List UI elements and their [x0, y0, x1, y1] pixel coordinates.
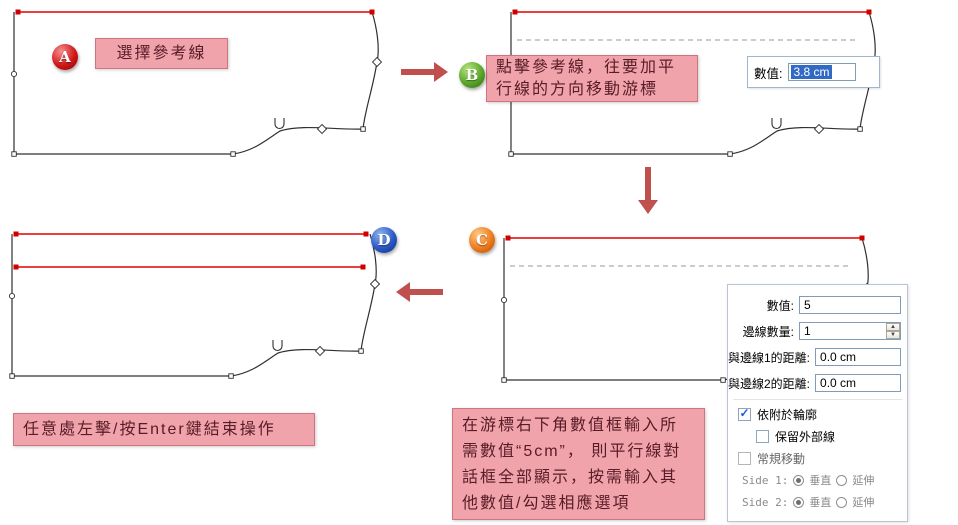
- distance-1-label: 與邊線1的距離:: [728, 350, 811, 365]
- side-2-vertical-label: 垂直: [809, 496, 832, 509]
- pattern-canvas-c: [500, 235, 873, 383]
- step-b-letter: B: [465, 66, 479, 84]
- step-c-badge: C: [469, 227, 495, 253]
- spinner-up-icon[interactable]: ▲: [886, 323, 900, 331]
- dialog-row-distance-1: 與邊線1的距離: 0.0 cm: [728, 344, 907, 370]
- pattern-canvas-b: [507, 9, 880, 157]
- checkbox-row-regular-move: 常規移動: [728, 447, 907, 469]
- line-endpoint-handle[interactable]: [859, 235, 865, 241]
- arrow-a-to-b-icon: [401, 62, 448, 82]
- side-1-vertical-label: 垂直: [809, 474, 832, 487]
- step-c-letter: C: [476, 231, 488, 249]
- step-a-badge: A: [52, 44, 78, 70]
- line-endpoint-handle[interactable]: [13, 264, 19, 270]
- side-1-label: Side 1:: [742, 473, 789, 487]
- spinner-down-icon[interactable]: ▼: [886, 331, 900, 339]
- step-a-callout: 選擇參考線: [95, 38, 228, 69]
- selected-text: 3.8 cm: [791, 65, 832, 79]
- side-1-vertical-radio[interactable]: [793, 474, 805, 486]
- attach-contour-checkbox[interactable]: ✓: [738, 406, 751, 421]
- step-d-letter: D: [377, 231, 391, 249]
- regular-move-checkbox[interactable]: [738, 451, 751, 465]
- line-count-label: 邊線數量:: [742, 324, 794, 339]
- side-1-row: Side 1: 垂直 延伸: [728, 469, 907, 491]
- value-label: 數值:: [766, 298, 794, 313]
- checkbox-row-attach-contour: ✓ 依附於輪廓: [728, 403, 907, 425]
- value-input[interactable]: 5: [799, 296, 901, 314]
- side-1-extend-radio[interactable]: [836, 474, 848, 486]
- attach-contour-label: 依附於輪廓: [757, 407, 818, 422]
- step-d-callout: 任意處左擊/按Enter鍵結束操作: [13, 413, 315, 446]
- checkbox-row-keep-outer: 保留外部線: [728, 425, 907, 447]
- check-icon: ✓: [739, 406, 750, 420]
- value-popup-input[interactable]: 3.8 cm: [788, 63, 857, 81]
- line-endpoint-handle[interactable]: [363, 231, 369, 237]
- side-1-extend-label: 延伸: [852, 474, 875, 487]
- pattern-canvas-d: [8, 231, 381, 379]
- side-2-label: Side 2:: [742, 495, 789, 509]
- step-d-badge: D: [371, 227, 397, 253]
- line-count-input[interactable]: 1 ▲ ▼: [799, 322, 901, 340]
- side-2-extend-label: 延伸: [852, 496, 875, 509]
- keep-outer-label: 保留外部線: [775, 429, 836, 444]
- step-a-letter: A: [59, 48, 71, 66]
- dialog-row-value: 數值: 5: [728, 292, 907, 318]
- instruction-note: 在游標右下角數值框輸入所需數值“5cm”， 則平行線對話框全部顯示，按需輸入其他…: [452, 408, 705, 520]
- line-endpoint-handle[interactable]: [13, 231, 19, 237]
- parallel-line-dialog: 數值: 5 邊線數量: 1 ▲ ▼ 與邊線1的距離: 0.0 cm 與邊線2的距…: [727, 284, 908, 522]
- value-popup-label: 數值:: [754, 66, 783, 81]
- pattern-canvas-a: [10, 9, 383, 157]
- dialog-row-line-count: 邊線數量: 1 ▲ ▼: [728, 318, 907, 344]
- line-endpoint-handle[interactable]: [369, 9, 375, 15]
- value-popup: 數值: 3.8 cm: [747, 56, 880, 88]
- line-endpoint-handle[interactable]: [505, 235, 511, 241]
- regular-move-label: 常規移動: [757, 451, 806, 466]
- distance-1-input[interactable]: 0.0 cm: [815, 348, 901, 366]
- line-count-stepper: ▲ ▼: [886, 323, 900, 339]
- side-2-extend-radio[interactable]: [836, 496, 848, 508]
- line-endpoint-handle[interactable]: [15, 9, 21, 15]
- dialog-separator: [733, 399, 902, 400]
- step-b-badge: B: [459, 62, 485, 88]
- arrow-c-to-d-icon: [396, 282, 443, 302]
- line-count-value: 1: [804, 324, 811, 338]
- line-endpoint-handle[interactable]: [360, 264, 366, 270]
- distance-2-input[interactable]: 0.0 cm: [815, 374, 901, 392]
- dialog-row-distance-2: 與邊線2的距離: 0.0 cm: [728, 370, 907, 396]
- side-2-vertical-radio[interactable]: [793, 496, 805, 508]
- step-b-callout: 點擊參考線，往要加平行線的方向移動游標: [486, 55, 698, 102]
- line-endpoint-handle[interactable]: [866, 9, 872, 15]
- line-endpoint-handle[interactable]: [512, 9, 518, 15]
- arrow-b-to-c-icon: [638, 167, 658, 214]
- distance-2-label: 與邊線2的距離:: [728, 376, 811, 391]
- keep-outer-checkbox[interactable]: [756, 429, 769, 443]
- side-2-row: Side 2: 垂直 延伸: [728, 491, 907, 513]
